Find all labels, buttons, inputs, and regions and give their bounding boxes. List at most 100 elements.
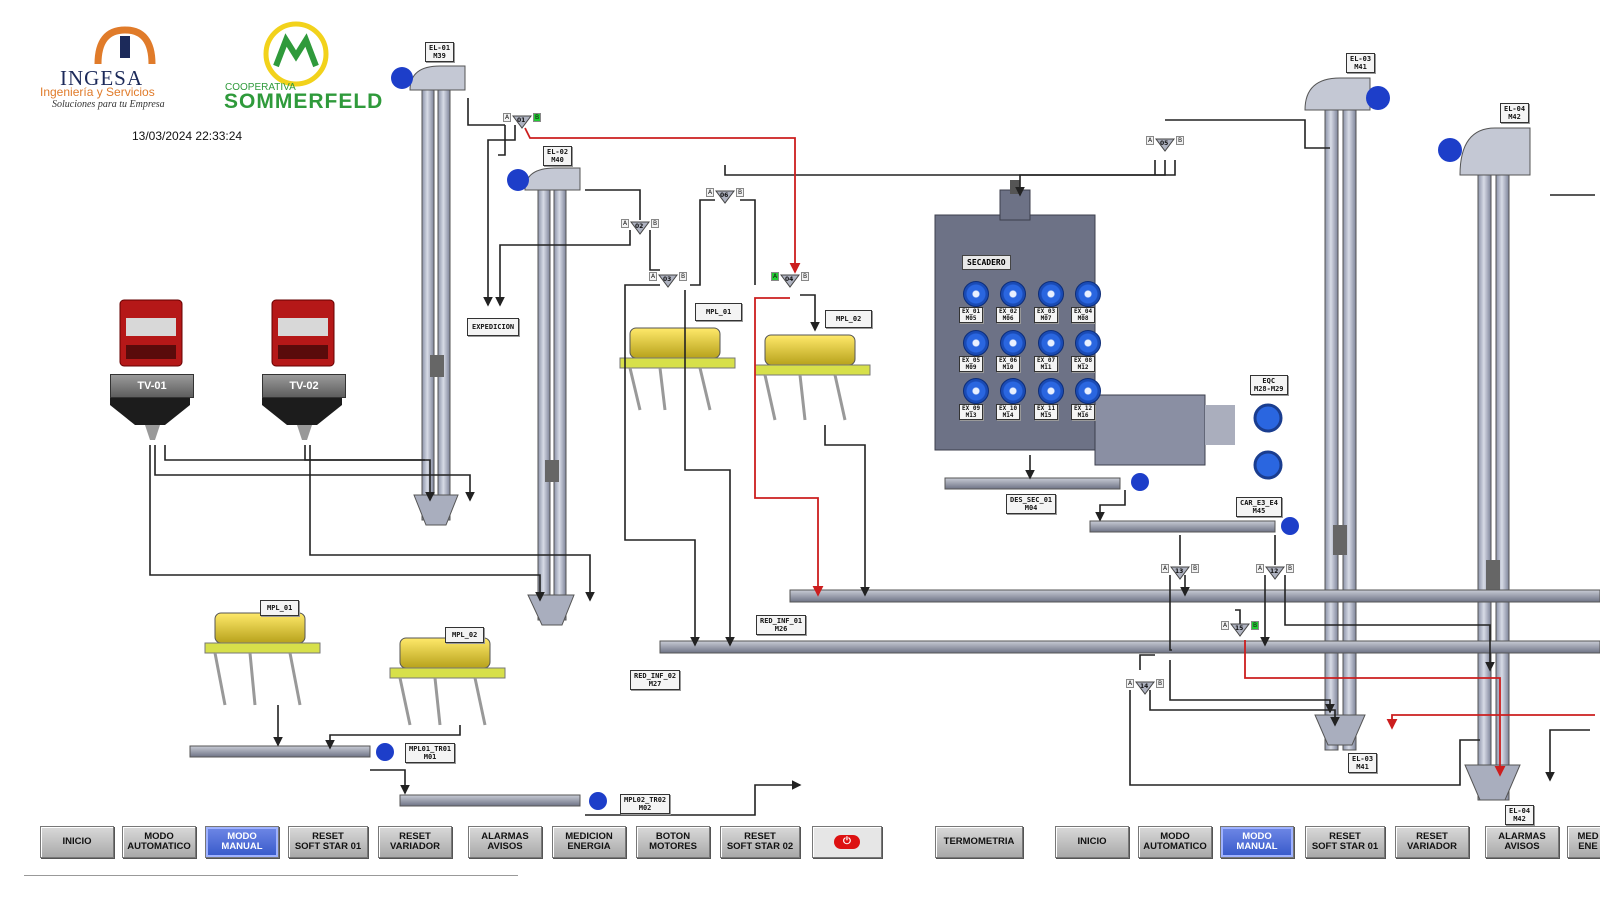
reset-soft-star-01-2-button[interactable]: RESET SOFT STAR 01 bbox=[1305, 826, 1385, 858]
valve-number: 05 bbox=[1160, 140, 1169, 147]
conveyor-car-e3-e4[interactable] bbox=[1089, 517, 1299, 535]
alarmas-avisos-2-button[interactable]: ALARMAS AVISOS bbox=[1485, 826, 1559, 858]
valve-port-b: B bbox=[801, 272, 810, 281]
precleaner-mpl01-bottom[interactable] bbox=[204, 612, 321, 706]
exhaust-fan-label: EX_09 M13 bbox=[959, 404, 984, 420]
exhaust-fan-icon[interactable] bbox=[963, 378, 989, 404]
truck-tv01[interactable] bbox=[110, 299, 190, 440]
modo-manual-label: MODO MANUAL bbox=[221, 831, 263, 852]
exhaust-fan-icon[interactable] bbox=[1000, 378, 1026, 404]
exhaust-fan-icon[interactable] bbox=[963, 281, 989, 307]
valve-number: 03 bbox=[663, 276, 672, 283]
boton-motores-button[interactable]: BOTON MOTORES bbox=[636, 826, 710, 858]
exhaust-fan-label: EX_11 M15 bbox=[1034, 404, 1059, 420]
eqc-fan-2[interactable] bbox=[1253, 450, 1283, 480]
medicion-energia-button[interactable]: MEDICION ENERGIA bbox=[552, 826, 626, 858]
exhaust-fan-icon[interactable] bbox=[1075, 330, 1101, 356]
power-button[interactable]: ⏻ bbox=[812, 826, 882, 858]
inicio-2-button[interactable]: INICIO bbox=[1055, 826, 1129, 858]
modo-manual-button[interactable]: MODO MANUAL bbox=[205, 826, 279, 858]
valve-v04-icon[interactable] bbox=[780, 274, 800, 288]
exhaust-fan-icon[interactable] bbox=[1038, 330, 1064, 356]
truck-tv02[interactable] bbox=[262, 299, 342, 440]
exhaust-fan-icon[interactable] bbox=[1038, 281, 1064, 307]
alarmas-avisos-label: ALARMAS AVISOS bbox=[481, 831, 529, 852]
label-red-inf-02[interactable]: RED_INF_02 M27 bbox=[630, 670, 681, 690]
conveyor-red-inf-01[interactable] bbox=[789, 589, 1600, 603]
valve-v02-icon[interactable] bbox=[630, 221, 650, 235]
valve-port-b: B bbox=[1191, 564, 1200, 573]
label-mpl01-bottom[interactable]: MPL_01 bbox=[260, 600, 300, 616]
exhaust-fan-icon[interactable] bbox=[1075, 281, 1101, 307]
conveyor-red-inf-02[interactable] bbox=[659, 640, 1600, 654]
elevator-label-el01: EL-01 M39 bbox=[425, 42, 455, 62]
inicio-label: INICIO bbox=[62, 836, 92, 847]
toolbar-underline bbox=[24, 875, 518, 876]
ingesa-line2: Soluciones para tu Empresa bbox=[52, 99, 165, 110]
exhaust-fan-icon[interactable] bbox=[1000, 281, 1026, 307]
modo-automatico-button[interactable]: MODO AUTOMATICO bbox=[122, 826, 196, 858]
elevator-label-el04: EL-04 M42 bbox=[1500, 103, 1530, 123]
termometria-button[interactable]: TERMOMETRIA bbox=[935, 826, 1023, 858]
reset-soft-star-01-button[interactable]: RESET SOFT STAR 01 bbox=[288, 826, 368, 858]
reset-variador-button[interactable]: RESET VARIADOR bbox=[378, 826, 452, 858]
conveyor-mpl02-tr02[interactable] bbox=[399, 792, 607, 810]
precleaner-mpl02-top[interactable] bbox=[754, 334, 871, 421]
valve-v15-icon[interactable] bbox=[1230, 623, 1250, 637]
valve-number: 12 bbox=[1270, 568, 1279, 575]
modo-automatico-2-button[interactable]: MODO AUTOMATICO bbox=[1138, 826, 1212, 858]
label-mpl01-tr01[interactable]: MPL01_TR01 M01 bbox=[405, 743, 456, 763]
reset-soft-star-02-button[interactable]: RESET SOFT STAR 02 bbox=[720, 826, 800, 858]
eqc-fan-1[interactable] bbox=[1253, 403, 1283, 433]
exhaust-fan-icon[interactable] bbox=[963, 330, 989, 356]
label-car-e3-e4[interactable]: CAR_E3_E4 M45 bbox=[1236, 497, 1282, 517]
reset-soft-star-02-label: RESET SOFT STAR 02 bbox=[726, 831, 794, 852]
elevator-el04[interactable] bbox=[1438, 127, 1531, 801]
exhaust-fan-icon[interactable] bbox=[1075, 378, 1101, 404]
modo-manual-2-button[interactable]: MODO MANUAL bbox=[1220, 826, 1294, 858]
valve-port-a: A bbox=[706, 188, 715, 197]
exhaust-fan-label: EX_06 M10 bbox=[996, 356, 1021, 372]
conveyor-mpl01-tr01[interactable] bbox=[189, 743, 394, 761]
valve-v14-icon[interactable] bbox=[1135, 681, 1155, 695]
truck-label-tv01[interactable]: TV-01 bbox=[110, 374, 194, 398]
label-eqc[interactable]: EQC M28-M29 bbox=[1250, 375, 1288, 395]
valve-v13-icon[interactable] bbox=[1170, 566, 1190, 580]
exhaust-fan-icon[interactable] bbox=[1038, 378, 1064, 404]
alarmas-avisos-button[interactable]: ALARMAS AVISOS bbox=[468, 826, 542, 858]
valve-v01-icon[interactable] bbox=[512, 115, 532, 129]
precleaner-mpl01-top[interactable] bbox=[619, 327, 736, 411]
valve-v05-icon[interactable] bbox=[1155, 138, 1175, 152]
exhaust-fan-label: EX_08 M12 bbox=[1071, 356, 1096, 372]
label-mpl02-tr02[interactable]: MPL02_TR02 M02 bbox=[620, 794, 671, 814]
medicion-energia-label: MEDICION ENERGIA bbox=[565, 831, 613, 852]
reset-variador-2-button[interactable]: RESET VARIADOR bbox=[1395, 826, 1469, 858]
conveyor-des-sec-01[interactable] bbox=[944, 473, 1149, 491]
ingesa-plug-icon bbox=[94, 26, 156, 65]
valve-port-a: A bbox=[1126, 679, 1135, 688]
valve-v12-icon[interactable] bbox=[1265, 566, 1285, 580]
exhaust-fan-icon[interactable] bbox=[1000, 330, 1026, 356]
label-mpl02-bottom[interactable]: MPL_02 bbox=[445, 627, 485, 643]
valve-port-a: A bbox=[503, 113, 512, 122]
elevator-el02[interactable] bbox=[507, 167, 581, 626]
valve-number: 14 bbox=[1140, 683, 1149, 690]
label-secadero[interactable]: SECADERO bbox=[962, 255, 1011, 270]
medicion-energia-2-button[interactable]: MED ENE bbox=[1567, 826, 1600, 858]
elevator-label-el03-bottom: EL-03 M41 bbox=[1348, 753, 1378, 773]
label-expedicion[interactable]: EXPEDICION bbox=[467, 318, 520, 336]
reset-soft-star-01-2-label: RESET SOFT STAR 01 bbox=[1311, 831, 1379, 852]
valve-v06-icon[interactable] bbox=[715, 190, 735, 204]
label-des-sec-01[interactable]: DES_SEC_01 M04 bbox=[1006, 494, 1057, 514]
truck-label-tv02[interactable]: TV-02 bbox=[262, 374, 346, 398]
valve-number: 04 bbox=[785, 276, 794, 283]
inicio-button[interactable]: INICIO bbox=[40, 826, 114, 858]
elevator-el01[interactable] bbox=[391, 65, 466, 526]
precleaner-mpl02-bottom[interactable] bbox=[389, 637, 506, 726]
label-mpl02-top[interactable]: MPL_02 bbox=[825, 310, 873, 328]
label-mpl01-top[interactable]: MPL_01 bbox=[695, 303, 743, 321]
reset-variador-2-label: RESET VARIADOR bbox=[1407, 831, 1457, 852]
valve-v03-icon[interactable] bbox=[658, 274, 678, 288]
medicion-energia-2-label: MED ENE bbox=[1577, 831, 1599, 852]
label-red-inf-01[interactable]: RED_INF_01 M26 bbox=[756, 615, 807, 635]
